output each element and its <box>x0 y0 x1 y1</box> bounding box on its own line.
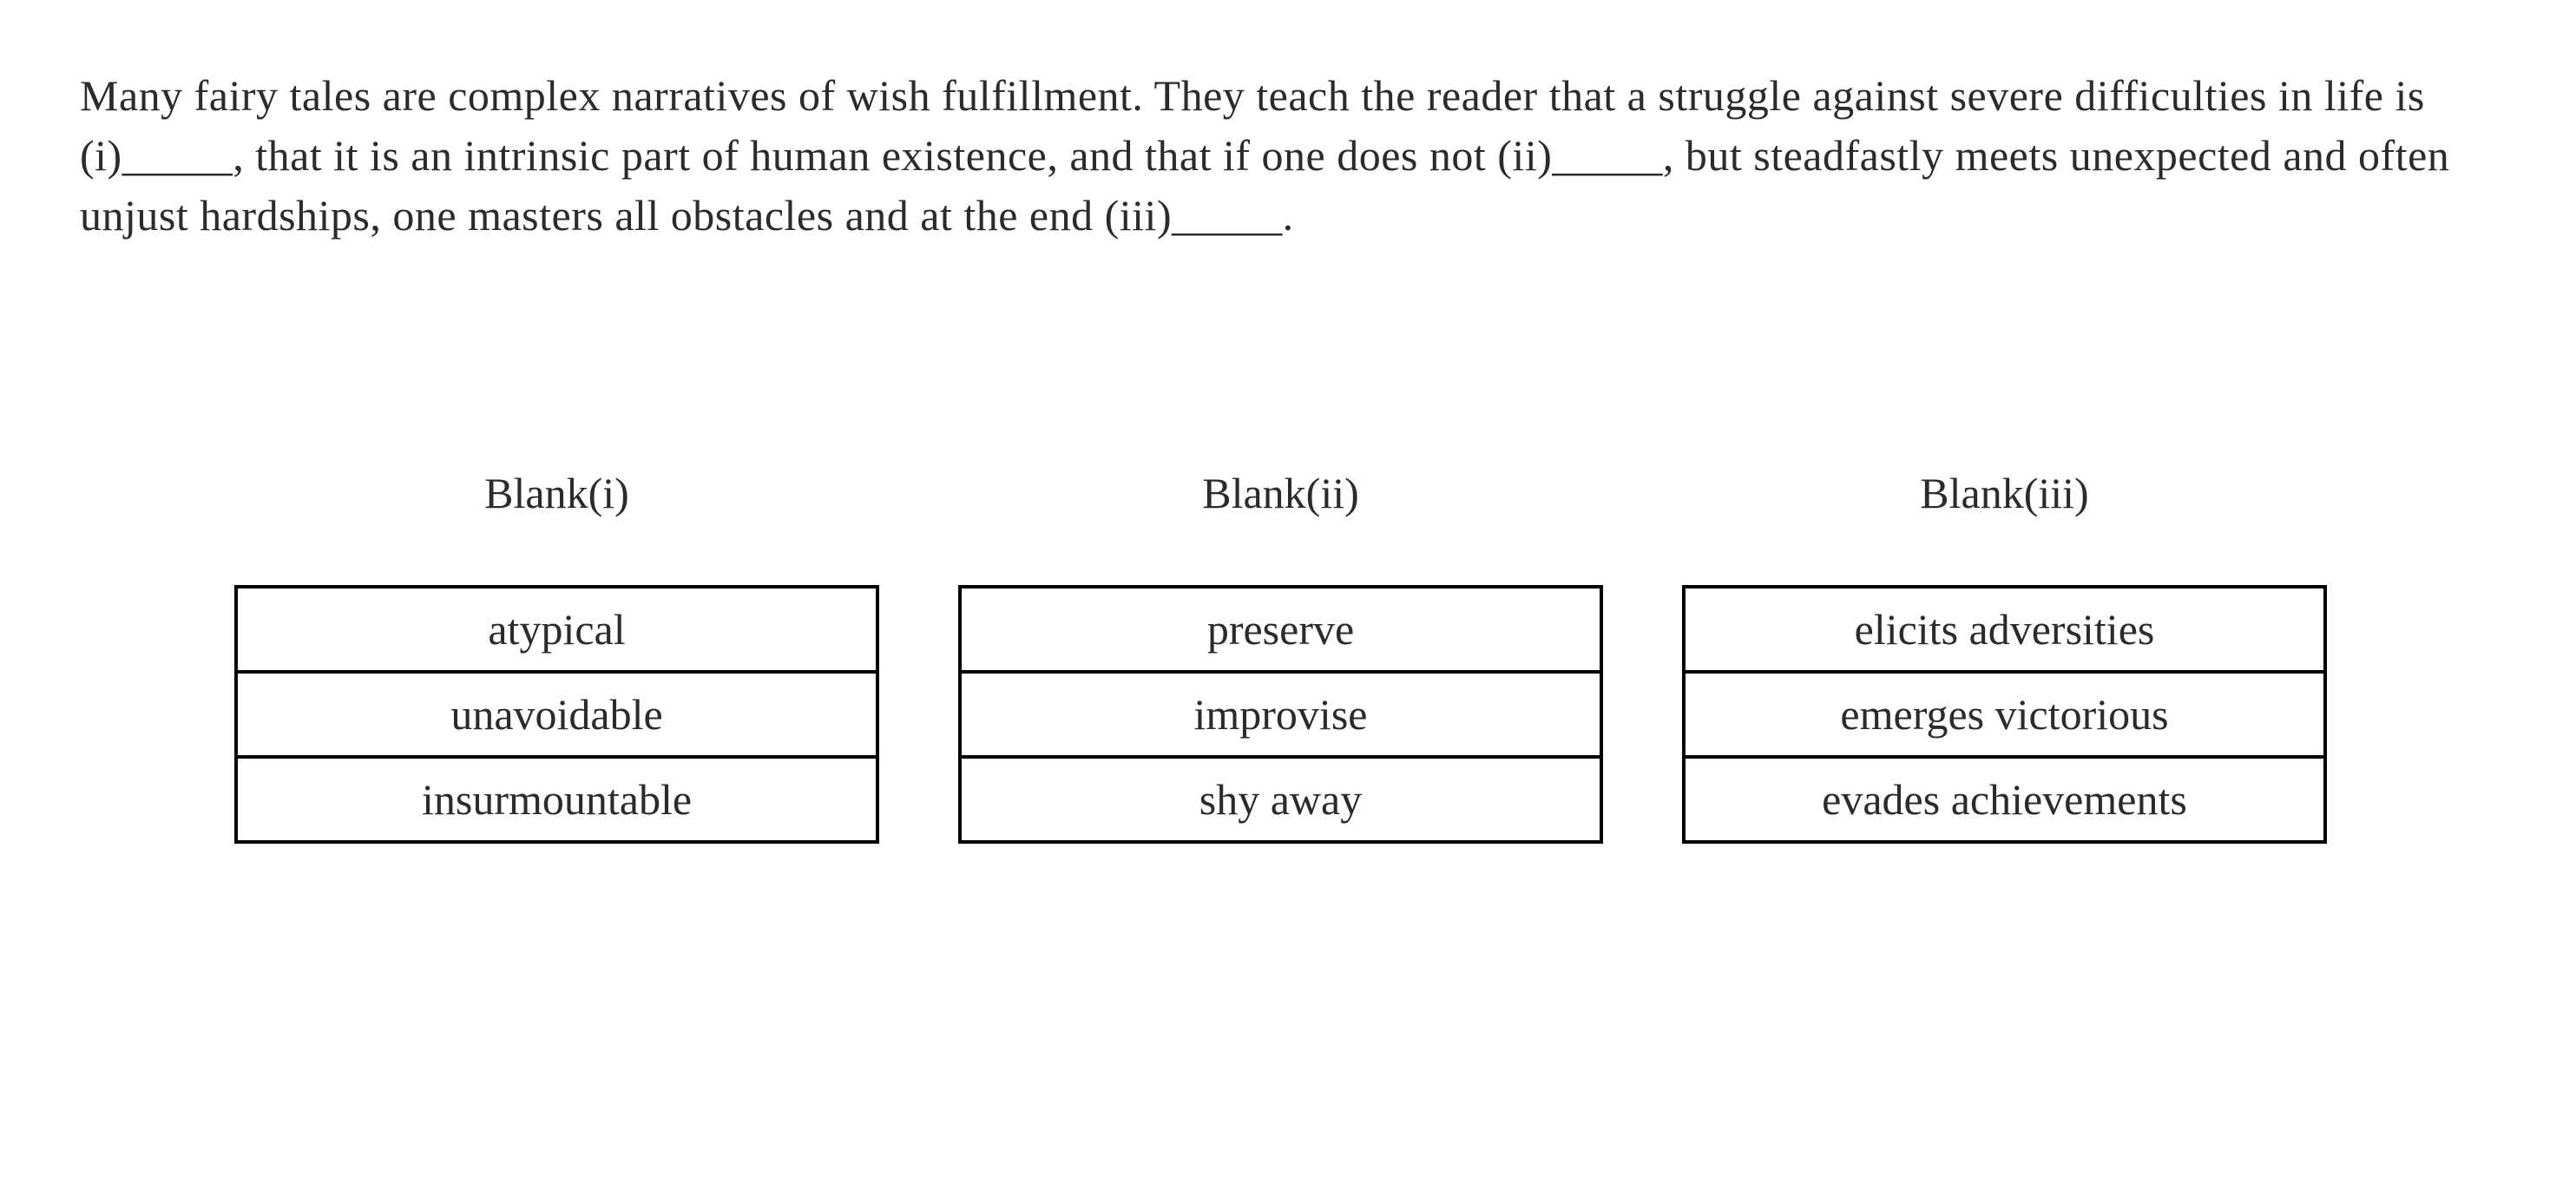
table-row: unavoidable <box>234 670 879 759</box>
blank-iii-options-table: elicits adversities emerges victorious e… <box>1682 585 2327 844</box>
question-passage: Many fairy tales are complex narratives … <box>80 66 2449 246</box>
table-row: atypical <box>234 585 879 674</box>
blank-i-option-atypical[interactable]: atypical <box>234 585 879 674</box>
blank-ii-header: Blank(ii) <box>1202 469 1359 517</box>
blank-iii-option-evades-achievements[interactable]: evades achievements <box>1682 755 2327 844</box>
passage-line-2: (i)_____, that it is an intrinsic part o… <box>80 131 2450 180</box>
blank-ii-options-table: preserve improvise shy away <box>958 585 1603 844</box>
table-row: insurmountable <box>234 755 879 844</box>
passage-line-1: Many fairy tales are complex narratives … <box>80 71 2425 120</box>
table-row: preserve <box>958 585 1603 674</box>
blank-ii-option-improvise[interactable]: improvise <box>958 670 1603 759</box>
blank-iii-option-emerges-victorious[interactable]: emerges victorious <box>1682 670 2327 759</box>
blank-ii-option-shy-away[interactable]: shy away <box>958 755 1603 844</box>
blank-iii-column: Blank(iii) elicits adversities emerges v… <box>1682 467 2327 844</box>
table-row: elicits adversities <box>1682 585 2327 674</box>
blank-i-option-unavoidable[interactable]: unavoidable <box>234 670 879 759</box>
table-row: evades achievements <box>1682 755 2327 844</box>
passage-line-3: unjust hardships, one masters all obstac… <box>80 191 1294 240</box>
blank-iii-option-elicits-adversities[interactable]: elicits adversities <box>1682 585 2327 674</box>
table-row: improvise <box>958 670 1603 759</box>
table-row: emerges victorious <box>1682 670 2327 759</box>
blank-ii-option-preserve[interactable]: preserve <box>958 585 1603 674</box>
blank-i-header: Blank(i) <box>484 469 629 517</box>
table-row: shy away <box>958 755 1603 844</box>
blank-i-option-insurmountable[interactable]: insurmountable <box>234 755 879 844</box>
blank-i-options-table: atypical unavoidable insurmountable <box>234 585 879 844</box>
blank-ii-column: Blank(ii) preserve improvise shy away <box>958 467 1603 844</box>
blank-i-column: Blank(i) atypical unavoidable insurmount… <box>234 467 879 844</box>
blank-iii-header: Blank(iii) <box>1920 469 2089 517</box>
